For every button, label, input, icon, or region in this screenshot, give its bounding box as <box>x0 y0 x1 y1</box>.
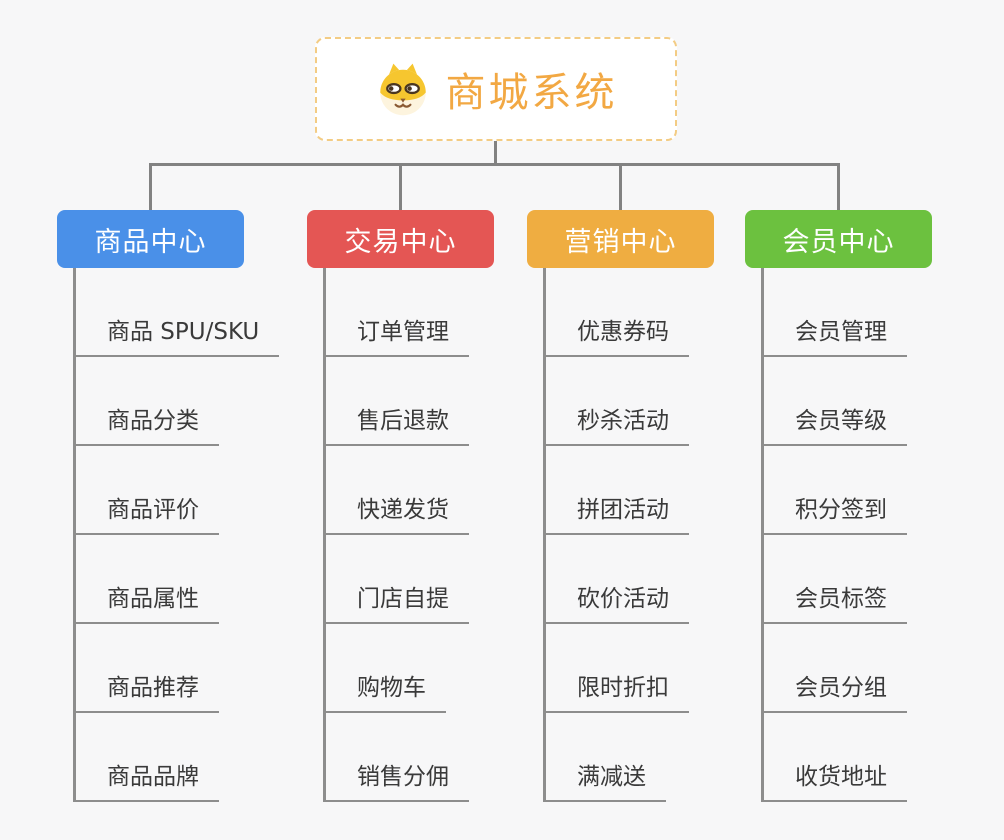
branch-column: 交易中心订单管理售后退款快递发货门店自提购物车销售分佣 <box>307 210 557 802</box>
branch-node[interactable]: 商品中心 <box>57 210 244 268</box>
branch-column: 商品中心商品 SPU/SKU 商品分类商品评价商品属性商品推荐商品品牌 <box>57 210 307 802</box>
child-node[interactable]: 快递发货 <box>323 490 469 535</box>
branch-drop-line <box>399 163 402 212</box>
child-node[interactable]: 商品分类 <box>73 401 219 446</box>
child-node[interactable]: 会员分组 <box>761 668 907 713</box>
child-row: 销售分佣 <box>307 713 557 802</box>
child-row: 收货地址 <box>745 713 995 802</box>
child-node[interactable]: 商品评价 <box>73 490 219 535</box>
root-connector-line <box>494 141 497 164</box>
branch-node[interactable]: 交易中心 <box>307 210 494 268</box>
child-row: 商品评价 <box>57 446 307 535</box>
child-node[interactable]: 销售分佣 <box>323 757 469 802</box>
child-node[interactable]: 砍价活动 <box>543 579 689 624</box>
child-row: 限时折扣 <box>527 624 777 713</box>
child-row: 秒杀活动 <box>527 357 777 446</box>
branch-trunk-line <box>323 268 326 800</box>
child-node[interactable]: 会员标签 <box>761 579 907 624</box>
child-node[interactable]: 秒杀活动 <box>543 401 689 446</box>
child-node[interactable]: 拼团活动 <box>543 490 689 535</box>
child-row: 门店自提 <box>307 535 557 624</box>
child-row: 商品推荐 <box>57 624 307 713</box>
child-node[interactable]: 售后退款 <box>323 401 469 446</box>
branch-bus-line <box>149 163 840 166</box>
child-node[interactable]: 购物车 <box>323 668 446 713</box>
child-row: 购物车 <box>307 624 557 713</box>
child-row: 优惠券码 <box>527 268 777 357</box>
child-row: 商品 SPU/SKU <box>57 268 307 357</box>
branch-node[interactable]: 营销中心 <box>527 210 714 268</box>
child-node[interactable]: 收货地址 <box>761 757 907 802</box>
child-node[interactable]: 满减送 <box>543 757 666 802</box>
child-row: 商品属性 <box>57 535 307 624</box>
child-node[interactable]: 商品推荐 <box>73 668 219 713</box>
child-row: 订单管理 <box>307 268 557 357</box>
branch-trunk-line <box>543 268 546 800</box>
child-row: 满减送 <box>527 713 777 802</box>
branch-node[interactable]: 会员中心 <box>745 210 932 268</box>
child-row: 积分签到 <box>745 446 995 535</box>
branch-trunk-line <box>761 268 764 800</box>
child-node[interactable]: 优惠券码 <box>543 312 689 357</box>
branch-drop-line <box>619 163 622 212</box>
child-row: 砍价活动 <box>527 535 777 624</box>
child-node[interactable]: 会员管理 <box>761 312 907 357</box>
child-row: 商品品牌 <box>57 713 307 802</box>
child-row: 会员标签 <box>745 535 995 624</box>
root-node[interactable]: 商城系统 <box>315 37 677 141</box>
branch-column: 营销中心优惠券码秒杀活动拼团活动砍价活动限时折扣满减送 <box>527 210 777 802</box>
child-node[interactable]: 订单管理 <box>323 312 469 357</box>
branch-trunk-line <box>73 268 76 800</box>
child-node[interactable]: 限时折扣 <box>543 668 689 713</box>
child-row: 拼团活动 <box>527 446 777 535</box>
child-node[interactable]: 积分签到 <box>761 490 907 535</box>
dog-face-icon <box>375 61 431 117</box>
child-row: 快递发货 <box>307 446 557 535</box>
child-row: 会员分组 <box>745 624 995 713</box>
branch-drop-line <box>149 163 152 212</box>
branch-column: 会员中心会员管理会员等级积分签到会员标签会员分组收货地址 <box>745 210 995 802</box>
child-row: 会员等级 <box>745 357 995 446</box>
root-title: 商城系统 <box>445 70 618 116</box>
child-row: 会员管理 <box>745 268 995 357</box>
child-node[interactable]: 商品属性 <box>73 579 219 624</box>
child-row: 售后退款 <box>307 357 557 446</box>
branch-drop-line <box>837 163 840 212</box>
child-node[interactable]: 商品 SPU/SKU <box>73 312 280 357</box>
child-node[interactable]: 商品品牌 <box>73 757 219 802</box>
child-row: 商品分类 <box>57 357 307 446</box>
child-node[interactable]: 会员等级 <box>761 401 907 446</box>
child-node[interactable]: 门店自提 <box>323 579 469 624</box>
